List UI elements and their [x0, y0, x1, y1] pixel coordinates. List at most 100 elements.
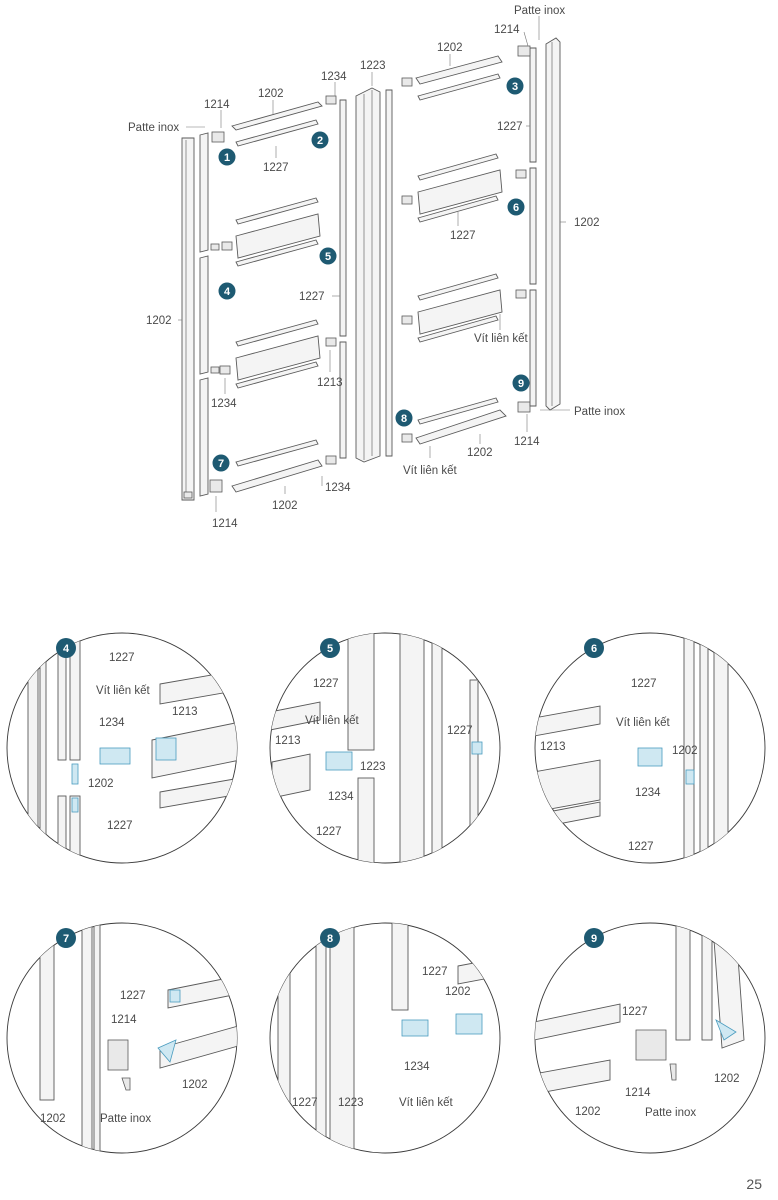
label-1202-right: 1202 [574, 217, 600, 229]
svg-text:7: 7 [218, 458, 224, 470]
svg-text:5: 5 [325, 251, 331, 263]
label-1227: 1227 [299, 291, 325, 303]
label-1214: 1214 [111, 1014, 137, 1026]
label-1202: 1202 [714, 1073, 740, 1085]
svg-text:8: 8 [327, 933, 333, 945]
page-number: 25 [746, 1176, 762, 1192]
label-1223: 1223 [338, 1097, 364, 1109]
label-1227: 1227 [263, 162, 289, 174]
svg-text:2: 2 [317, 135, 323, 147]
label-vit-lien-ket: Vít liên kết [474, 333, 528, 345]
svg-text:4: 4 [63, 643, 70, 655]
label-1202: 1202 [40, 1113, 66, 1125]
label-1227: 1227 [447, 725, 473, 737]
svg-text:5: 5 [327, 643, 333, 655]
label-1227: 1227 [109, 652, 135, 664]
label-1227: 1227 [120, 990, 146, 1002]
label-1213: 1213 [172, 706, 198, 718]
detail-5: 5 1227 Vít liên kết 1213 1223 1234 1227 … [269, 632, 501, 864]
label-patte-right: Patte inox [574, 406, 625, 418]
label-1227: 1227 [316, 826, 342, 838]
label-1202: 1202 [437, 42, 463, 54]
label-1202: 1202 [258, 88, 284, 100]
label-vit-lien-ket: Vít liên kết [403, 465, 457, 477]
label-1227: 1227 [622, 1006, 648, 1018]
step-badge-7: 7 [56, 928, 76, 948]
label-1227: 1227 [497, 121, 523, 133]
step-badge-6: 6 [507, 198, 525, 216]
svg-text:9: 9 [518, 378, 524, 390]
label-vit-lien-ket: Vít liên kết [399, 1097, 453, 1109]
label-1234: 1234 [321, 71, 347, 83]
step-badge-4: 4 [56, 638, 76, 658]
step-badge-9: 9 [512, 374, 530, 392]
svg-text:7: 7 [63, 933, 69, 945]
label-1213: 1213 [317, 377, 343, 389]
label-patte-left: Patte inox [128, 122, 179, 134]
step-badge-9: 9 [584, 928, 604, 948]
detail-6: 6 1227 Vít liên kết 1213 1202 1234 1227 [534, 632, 766, 864]
label-1227: 1227 [107, 820, 133, 832]
label-1214: 1214 [494, 24, 520, 36]
step-badge-5: 5 [320, 638, 340, 658]
label-1234: 1234 [325, 482, 351, 494]
svg-text:6: 6 [591, 643, 597, 655]
label-vit-lien-ket: Vít liên kết [96, 685, 150, 697]
detail-4: 4 1227 Vít liên kết 1234 1213 1202 1227 [6, 632, 238, 864]
label-1213: 1213 [275, 735, 301, 747]
label-vit-lien-ket: Vít liên kết [305, 715, 359, 727]
label-1202: 1202 [182, 1079, 208, 1091]
label-1214: 1214 [625, 1087, 651, 1099]
label-1202: 1202 [672, 745, 698, 757]
step-badge-1: 1 [218, 148, 236, 166]
label-patte-inox: Patte inox [100, 1113, 151, 1125]
label-1214: 1214 [212, 518, 238, 530]
label-1214: 1214 [204, 99, 230, 111]
detail-8: 8 1227 1202 1234 Vít liên kết 1227 1223 [269, 922, 501, 1154]
label-1234: 1234 [404, 1061, 430, 1073]
label-1234: 1234 [211, 398, 237, 410]
label-patte-inox: Patte inox [645, 1107, 696, 1119]
profile-1202-left [181, 137, 195, 501]
step-badge-2: 2 [311, 131, 329, 149]
label-1202: 1202 [467, 447, 493, 459]
label-1227: 1227 [450, 230, 476, 242]
step-badge-5: 5 [319, 247, 337, 265]
svg-text:6: 6 [513, 202, 519, 214]
label-1202: 1202 [445, 986, 471, 998]
post-1223 [355, 87, 381, 463]
label-1227: 1227 [631, 678, 657, 690]
label-1214: 1214 [514, 436, 540, 448]
svg-text:4: 4 [224, 286, 231, 298]
step-badge-4: 4 [218, 282, 236, 300]
svg-text:9: 9 [591, 933, 597, 945]
detail-9: 9 1227 1214 1202 Patte inox 1202 [534, 922, 766, 1154]
label-1227: 1227 [313, 678, 339, 690]
label-1227: 1227 [628, 841, 654, 853]
label-1223: 1223 [360, 761, 386, 773]
label-vit-lien-ket: Vít liên kết [616, 717, 670, 729]
detail-7: 7 1227 1214 1202 Patte inox 1202 [6, 922, 238, 1154]
label-1234: 1234 [635, 787, 661, 799]
step-badge-6: 6 [584, 638, 604, 658]
step-badge-8: 8 [395, 409, 413, 427]
label-1202: 1202 [575, 1106, 601, 1118]
label-1234: 1234 [328, 791, 354, 803]
step-badge-3: 3 [506, 77, 524, 95]
overview-illustration: Patte inox 1214 1202 1234 1227 1202 1227… [128, 5, 625, 530]
svg-text:1: 1 [224, 152, 230, 164]
svg-text:3: 3 [512, 81, 518, 93]
step-badge-8: 8 [320, 928, 340, 948]
step-badge-7: 7 [212, 454, 230, 472]
label-patte-topright: Patte inox [514, 5, 565, 17]
label-1223: 1223 [360, 60, 386, 72]
label-1227: 1227 [422, 966, 448, 978]
label-1202-left: 1202 [146, 315, 172, 327]
label-1202: 1202 [272, 500, 298, 512]
label-1227: 1227 [292, 1097, 318, 1109]
label-1234: 1234 [99, 717, 125, 729]
svg-text:8: 8 [401, 413, 407, 425]
profile-1202-right [545, 37, 561, 411]
label-1213: 1213 [540, 741, 566, 753]
